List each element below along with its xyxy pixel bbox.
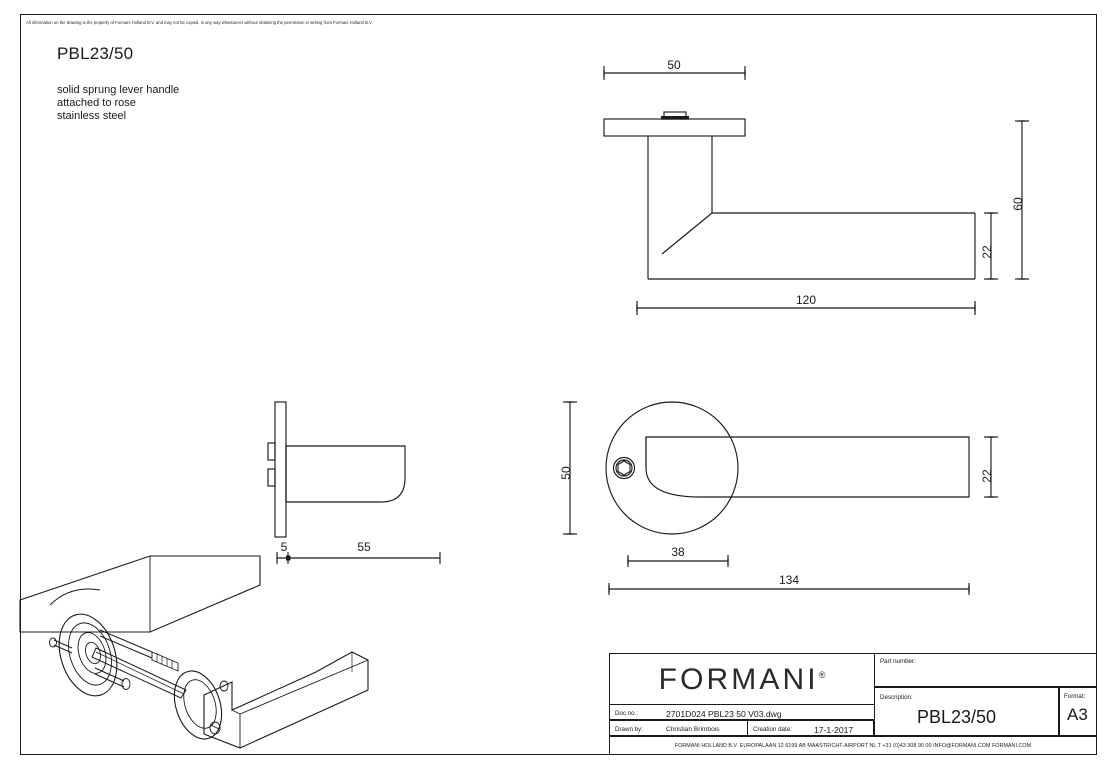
part-number-cell: Part number: <box>874 654 1096 687</box>
company-footer-text: FORMANI HOLLAND B.V. EUROPALAAN 12 6199 … <box>674 743 1032 749</box>
copyright-notice: All information on the drawing is the pr… <box>26 20 372 25</box>
description-line-3: stainless steel <box>57 110 127 123</box>
logo-text: FORMANI <box>658 662 819 696</box>
description-line-1: solid sprung lever handle <box>57 84 180 96</box>
description-label: Description: <box>880 694 913 701</box>
creation-date-label: Creation date: <box>753 726 792 733</box>
creation-date-value: 17-1-2017 <box>814 724 854 735</box>
doc-no-value: 2701D024 PBL23 50 V03.dwg <box>666 708 782 719</box>
company-footer: FORMANI HOLLAND B.V. EUROPALAAN 12 6199 … <box>610 736 1096 755</box>
page-title: PBL23/50 <box>57 44 134 63</box>
description-cell: Description: PBL23/50 <box>874 687 1059 736</box>
drawn-by-cell: Drawn by: Christian Brimbois <box>610 720 748 736</box>
product-description: solid sprung lever handle attached to ro… <box>57 84 179 124</box>
registered-trademark-icon: ® <box>818 669 826 680</box>
format-value: A3 <box>1067 705 1088 724</box>
logo-cell: FORMANI® <box>610 654 874 704</box>
format-cell: Format: A3 <box>1059 687 1096 736</box>
drawn-by-value: Christian Brimbois <box>666 725 720 733</box>
description-value: PBL23/50 <box>917 707 997 727</box>
drawing-frame-border <box>20 14 1097 755</box>
formani-logo: FORMANI® <box>658 662 826 696</box>
format-label: Format: <box>1064 693 1086 700</box>
creation-date-cell: Creation date: 17-1-2017 <box>748 720 874 736</box>
doc-no-cell: Doc no.: 2701D024 PBL23 50 V03.dwg <box>610 704 874 720</box>
part-number-label: Part number: <box>880 658 916 665</box>
title-block: FORMANI® Doc no.: 2701D024 PBL23 50 V03.… <box>609 653 1097 755</box>
drawn-by-label: Drawn by: <box>615 726 643 733</box>
doc-no-label: Doc no.: <box>615 710 639 717</box>
description-line-2: attached to rose <box>57 97 136 110</box>
